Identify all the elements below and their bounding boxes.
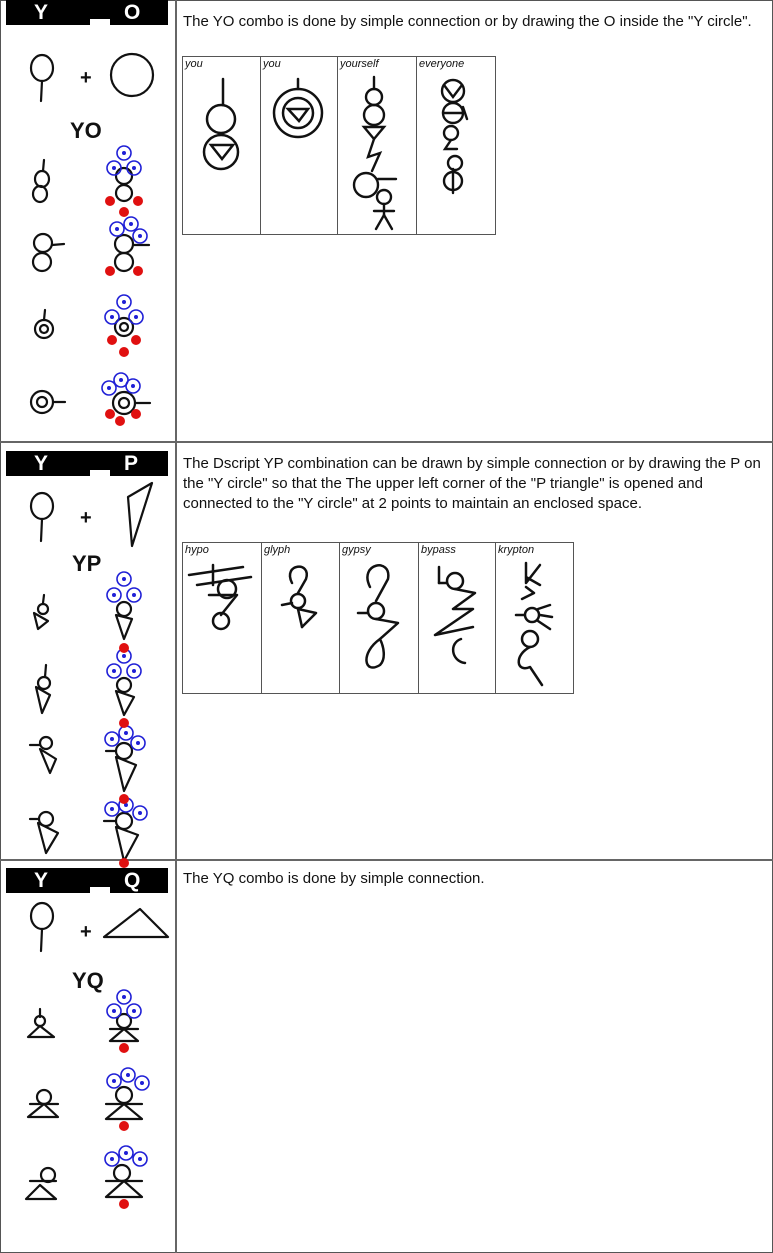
combo-label: YO xyxy=(70,118,102,144)
example-cell: yourself xyxy=(337,57,416,234)
yp-glyphs-drawing xyxy=(0,443,175,859)
example-cell: bypass xyxy=(418,543,495,693)
yo-glyphs-drawing xyxy=(0,0,175,440)
plus-sign: + xyxy=(80,921,92,944)
example-cell: everyone xyxy=(416,57,496,234)
example-cell: you xyxy=(260,57,337,234)
example-handwriting xyxy=(261,57,337,234)
example-cell: you xyxy=(183,57,259,234)
example-cell: krypton xyxy=(495,543,574,693)
section-description: The YQ combo is done by simple connectio… xyxy=(183,869,768,889)
section-description: The Dscript YP combination can be drawn … xyxy=(183,454,768,514)
example-handwriting xyxy=(419,543,495,693)
column-divider xyxy=(175,0,177,1253)
example-handwriting xyxy=(183,543,260,693)
example-handwriting xyxy=(417,57,496,234)
plus-sign: + xyxy=(80,507,92,530)
example-handwriting xyxy=(183,57,259,234)
example-handwriting xyxy=(262,543,339,693)
example-cell: hypo xyxy=(183,543,260,693)
example-table: hypo glyph xyxy=(182,542,574,694)
example-handwriting xyxy=(338,57,416,234)
example-cell: glyph xyxy=(261,543,339,693)
example-cell: gypsy xyxy=(339,543,418,693)
combo-label: YP xyxy=(72,551,101,577)
example-handwriting xyxy=(340,543,418,693)
combo-label: YQ xyxy=(72,968,104,994)
example-table: you you xyxy=(182,56,496,235)
plus-sign: + xyxy=(80,67,92,90)
yq-glyphs-drawing xyxy=(0,861,175,1251)
example-handwriting xyxy=(496,543,574,693)
section-description: The YO combo is done by simple connectio… xyxy=(183,12,768,32)
